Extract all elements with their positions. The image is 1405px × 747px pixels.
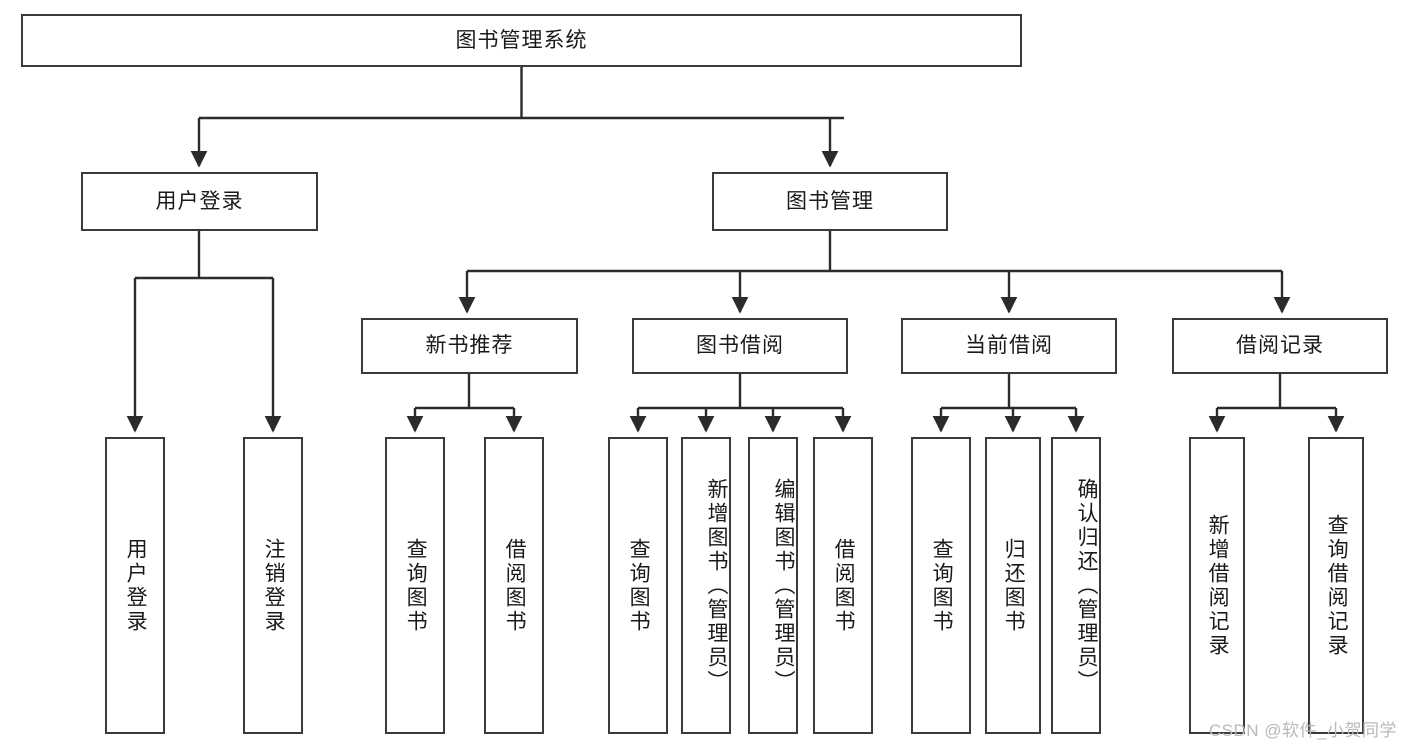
node-root[interactable]: 图书管理系统	[21, 14, 1022, 67]
leaf-add-book-admin[interactable]: 新增图书（管理员）	[681, 437, 731, 734]
leaf-logout[interactable]: 注销登录	[243, 437, 303, 734]
leaf-query-book-newbook-label: 查询图书	[404, 537, 428, 634]
node-book-borrow[interactable]: 图书借阅	[632, 318, 848, 374]
node-borrow-record[interactable]: 借阅记录	[1172, 318, 1388, 374]
node-new-book-recommend-label: 新书推荐	[425, 334, 514, 358]
node-book-management-label: 图书管理	[786, 189, 874, 213]
node-borrow-record-label: 借阅记录	[1236, 334, 1324, 358]
leaf-query-borrow-record-label: 查询借阅记录	[1325, 513, 1349, 658]
leaf-query-book-newbook[interactable]: 查询图书	[385, 437, 445, 734]
leaf-user-login[interactable]: 用户登录	[105, 437, 165, 734]
leaf-query-book-borrow-label: 查询图书	[627, 537, 651, 634]
leaf-user-login-label: 用户登录	[124, 537, 148, 634]
node-current-borrow[interactable]: 当前借阅	[901, 318, 1117, 374]
leaf-query-book-current[interactable]: 查询图书	[911, 437, 971, 734]
leaf-query-borrow-record[interactable]: 查询借阅记录	[1308, 437, 1364, 734]
node-book-management[interactable]: 图书管理	[712, 172, 948, 231]
leaf-return-book[interactable]: 归还图书	[985, 437, 1041, 734]
leaf-return-book-label: 归还图书	[1002, 537, 1026, 634]
node-user-login-label: 用户登录	[155, 189, 244, 213]
leaf-borrow-book-label: 借阅图书	[832, 537, 856, 634]
node-user-login[interactable]: 用户登录	[81, 172, 318, 231]
leaf-query-book-borrow[interactable]: 查询图书	[608, 437, 668, 734]
leaf-edit-book-admin-label: 编辑图书（管理员）	[772, 477, 795, 694]
node-current-borrow-label: 当前借阅	[965, 334, 1053, 358]
node-root-label: 图书管理系统	[455, 28, 588, 52]
leaf-borrow-book-newbook[interactable]: 借阅图书	[484, 437, 544, 734]
node-new-book-recommend[interactable]: 新书推荐	[361, 318, 578, 374]
leaf-add-borrow-record[interactable]: 新增借阅记录	[1189, 437, 1245, 734]
leaf-edit-book-admin[interactable]: 编辑图书（管理员）	[748, 437, 798, 734]
leaf-confirm-return-admin[interactable]: 确认归还（管理员）	[1051, 437, 1101, 734]
leaf-borrow-book-newbook-label: 借阅图书	[503, 537, 527, 634]
leaf-borrow-book[interactable]: 借阅图书	[813, 437, 873, 734]
leaf-logout-label: 注销登录	[262, 537, 286, 634]
leaf-query-book-current-label: 查询图书	[930, 537, 954, 634]
csdn-watermark: CSDN @软件_小贺同学	[1208, 721, 1397, 740]
leaf-confirm-return-admin-label: 确认归还（管理员）	[1075, 477, 1098, 694]
leaf-add-book-admin-label: 新增图书（管理员）	[705, 477, 728, 694]
node-book-borrow-label: 图书借阅	[696, 334, 784, 358]
leaf-add-borrow-record-label: 新增借阅记录	[1206, 513, 1230, 658]
